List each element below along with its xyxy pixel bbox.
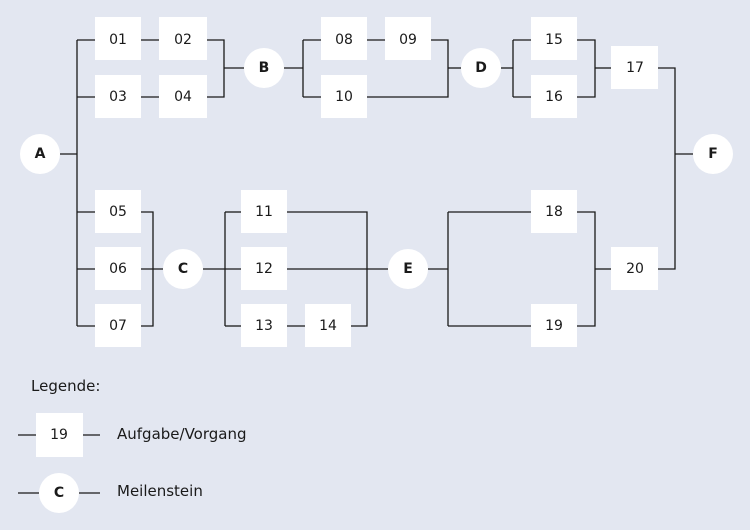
- task-01: 01: [95, 17, 141, 60]
- task-08: 08: [321, 17, 367, 60]
- svg-text:A: A: [35, 146, 46, 162]
- legend-milestone-example: C: [18, 473, 100, 513]
- task-04: 04: [159, 75, 207, 118]
- task-05: 05: [95, 190, 141, 233]
- svg-text:14: 14: [319, 318, 337, 334]
- svg-text:D: D: [475, 60, 487, 76]
- svg-text:08: 08: [335, 32, 353, 48]
- legend: Legende: 19 Aufgabe/Vorgang C Meilenstei…: [18, 377, 247, 513]
- task-15: 15: [531, 17, 577, 60]
- svg-text:05: 05: [109, 204, 127, 220]
- task-10: 10: [321, 75, 367, 118]
- task-07: 07: [95, 304, 141, 347]
- svg-text:04: 04: [174, 89, 192, 105]
- svg-text:07: 07: [109, 318, 127, 334]
- connector-lines: [60, 39, 693, 327]
- task-11: 11: [241, 190, 287, 233]
- task-13: 13: [241, 304, 287, 347]
- milestone-E: E: [388, 249, 428, 289]
- legend-task-example: 19: [18, 413, 100, 457]
- svg-text:02: 02: [174, 32, 192, 48]
- svg-text:B: B: [259, 60, 270, 76]
- task-16: 16: [531, 75, 577, 118]
- task-02: 02: [159, 17, 207, 60]
- milestone-F: F: [693, 134, 733, 174]
- svg-text:F: F: [708, 146, 718, 162]
- svg-text:20: 20: [626, 261, 644, 277]
- task-12: 12: [241, 247, 287, 290]
- task-03: 03: [95, 75, 141, 118]
- svg-text:E: E: [403, 261, 413, 277]
- svg-text:13: 13: [255, 318, 273, 334]
- task-20: 20: [611, 247, 658, 290]
- svg-text:03: 03: [109, 89, 127, 105]
- task-14: 14: [305, 304, 351, 347]
- task-06: 06: [95, 247, 141, 290]
- svg-text:09: 09: [399, 32, 417, 48]
- svg-text:06: 06: [109, 261, 127, 277]
- milestone-D: D: [461, 48, 501, 88]
- legend-milestone-label: Meilenstein: [117, 482, 203, 500]
- svg-text:18: 18: [545, 204, 563, 220]
- milestone-B: B: [244, 48, 284, 88]
- svg-text:19: 19: [50, 427, 68, 443]
- task-18: 18: [531, 190, 577, 233]
- svg-text:12: 12: [255, 261, 273, 277]
- task-09: 09: [385, 17, 431, 60]
- svg-text:C: C: [54, 485, 64, 501]
- task-19: 19: [531, 304, 577, 347]
- svg-text:C: C: [178, 261, 188, 277]
- svg-text:16: 16: [545, 89, 563, 105]
- svg-text:17: 17: [626, 60, 644, 76]
- svg-text:10: 10: [335, 89, 353, 105]
- milestone-C: C: [163, 249, 203, 289]
- legend-task-label: Aufgabe/Vorgang: [117, 425, 247, 443]
- milestone-A: A: [20, 134, 60, 174]
- svg-text:19: 19: [545, 318, 563, 334]
- svg-text:11: 11: [255, 204, 273, 220]
- svg-text:15: 15: [545, 32, 563, 48]
- task-17: 17: [611, 46, 658, 89]
- svg-text:01: 01: [109, 32, 127, 48]
- legend-title: Legende:: [31, 377, 100, 395]
